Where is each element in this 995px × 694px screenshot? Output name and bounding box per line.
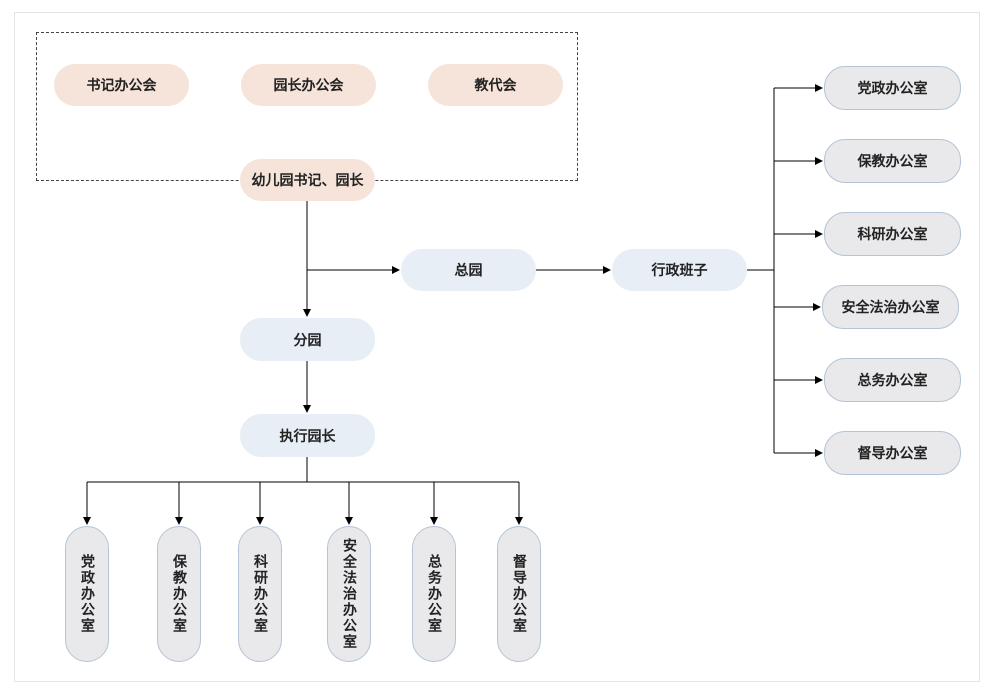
bottom-office-node: 科研办公室 — [238, 526, 282, 662]
main-campus-node: 总园 — [401, 249, 536, 291]
right-office-node: 保教办公室 — [824, 139, 961, 183]
party-secretary-meeting-node: 书记办公会 — [54, 64, 189, 106]
staff-congress-node: 教代会 — [428, 64, 563, 106]
bottom-office-node: 督导办公室 — [497, 526, 541, 662]
principal-meeting-node: 园长办公会 — [241, 64, 376, 106]
right-office-node: 科研办公室 — [824, 212, 961, 256]
bottom-office-node: 安全法治办公室 — [327, 526, 371, 662]
bottom-office-node: 党政办公室 — [65, 526, 109, 662]
bottom-office-node: 总务办公室 — [412, 526, 456, 662]
executive-principal-node: 执行园长 — [240, 414, 375, 457]
branch-campus-node: 分园 — [240, 318, 375, 361]
right-office-node: 党政办公室 — [824, 66, 961, 110]
leader-node: 幼儿园书记、园长 — [240, 159, 375, 201]
admin-team-node: 行政班子 — [612, 249, 747, 291]
diagram-frame — [14, 12, 980, 682]
right-office-node: 安全法治办公室 — [822, 285, 959, 329]
right-office-node: 督导办公室 — [824, 431, 961, 475]
right-office-node: 总务办公室 — [824, 358, 961, 402]
bottom-office-node: 保教办公室 — [157, 526, 201, 662]
